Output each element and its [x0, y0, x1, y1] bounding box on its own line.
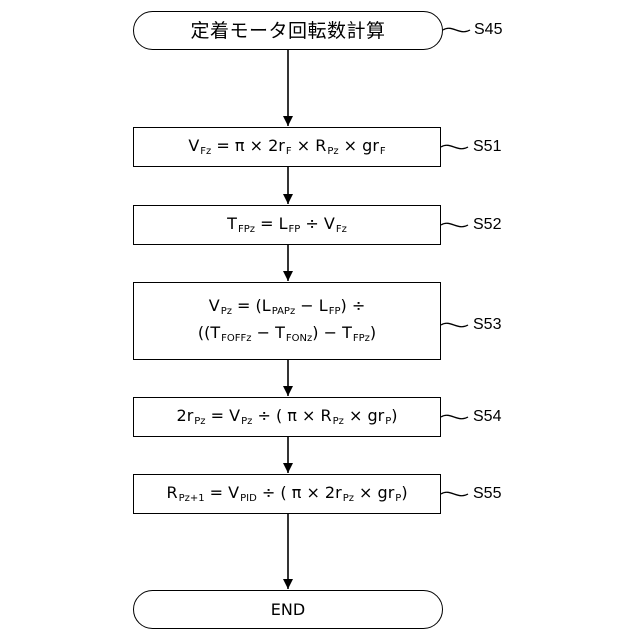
formula-subscript: Pz [343, 493, 354, 504]
formula-text: ) [391, 406, 397, 425]
formula-subscript: FPz [238, 224, 255, 235]
formula-line: VPz = (LPAPz − LFP) ÷ [209, 294, 366, 321]
formula-line: VFz = π × 2rF × RPz × grF [188, 134, 385, 161]
formula-text: ÷ V [300, 214, 335, 233]
formula-subscript: PID [240, 493, 257, 504]
formula-text: = V [206, 406, 241, 425]
formula-text: ) − T [312, 323, 352, 342]
formula-text: R [166, 483, 177, 502]
formula-text: ) [370, 323, 376, 342]
leader-s55 [441, 492, 468, 495]
formula-text: ) ÷ [341, 296, 366, 315]
formula-text: − L [295, 296, 328, 315]
formula-text: T [227, 214, 237, 233]
step-leaders [441, 28, 470, 495]
formula-subscript: Fz [336, 224, 347, 235]
formula-subscript: Fz [200, 146, 211, 157]
start-terminal: 定着モータ回転数計算 [133, 11, 443, 50]
step-label-s53: S53 [473, 316, 501, 334]
formula-text: ((T [198, 323, 220, 342]
formula-subscript: Pz [333, 416, 344, 427]
end-terminal: END [133, 590, 443, 629]
leader-s51 [441, 145, 468, 148]
formula-text: 2r [177, 406, 194, 425]
formula-subscript: P [395, 493, 401, 504]
formula-line: TFPz = LFP ÷ VFz [227, 212, 347, 239]
formula-line: RPz+1 = VPID ÷ ( π × 2rPz × grP) [166, 481, 407, 508]
formula-line: ((TFOFFz − TFONz) − TFPz) [198, 321, 376, 348]
process-box-s55: RPz+1 = VPID ÷ ( π × 2rPz × grP) [133, 474, 441, 514]
formula-text: = L [255, 214, 288, 233]
step-label-s55: S55 [473, 485, 501, 503]
process-box-s54: 2rPz = VPz ÷ ( π × RPz × grP) [133, 397, 441, 437]
formula-subscript: F [286, 146, 292, 157]
formula-subscript: FP [329, 306, 341, 317]
formula-line: 2rPz = VPz ÷ ( π × RPz × grP) [177, 404, 398, 431]
formula-subscript: Pz [221, 306, 232, 317]
formula-subscript: FPz [353, 333, 370, 344]
leader-s45 [443, 28, 470, 31]
process-box-s52: TFPz = LFP ÷ VFz [133, 205, 441, 245]
formula-text: ÷ ( π × 2r [257, 483, 342, 502]
step-label-s45: S45 [474, 21, 502, 39]
formula-subscript: PAPz [272, 306, 296, 317]
leader-s53 [441, 323, 468, 326]
process-box-s51: VFz = π × 2rF × RPz × grF [133, 127, 441, 167]
formula-subscript: FP [288, 224, 300, 235]
end-label: END [271, 598, 305, 622]
formula-text: V [188, 136, 199, 155]
step-label-s51: S51 [473, 138, 501, 156]
formula-subscript: P [385, 416, 391, 427]
formula-text: V [209, 296, 220, 315]
formula-subscript: F [380, 146, 386, 157]
leader-s52 [441, 223, 468, 226]
formula-subscript: Pz+1 [179, 493, 205, 504]
formula-text: = V [205, 483, 240, 502]
formula-text: = (L [232, 296, 271, 315]
formula-text: × gr [354, 483, 394, 502]
leader-s54 [441, 415, 468, 418]
formula-subscript: Pz [194, 416, 205, 427]
formula-subscript: Pz [327, 146, 338, 157]
formula-text: × gr [344, 406, 384, 425]
formula-subscript: Pz [241, 416, 252, 427]
step-label-s54: S54 [473, 408, 501, 426]
formula-text: = π × 2r [211, 136, 285, 155]
start-label: 定着モータ回転数計算 [190, 19, 385, 43]
formula-text: × R [292, 136, 327, 155]
formula-subscript: FOFFz [221, 333, 251, 344]
formula-text: − T [252, 323, 285, 342]
process-box-s53: VPz = (LPAPz − LFP) ÷ ((TFOFFz − TFONz) … [133, 282, 441, 360]
formula-text: × gr [339, 136, 379, 155]
formula-text: ÷ ( π × R [252, 406, 331, 425]
formula-text: ) [401, 483, 407, 502]
formula-subscript: FONz [286, 333, 312, 344]
step-label-s52: S52 [473, 216, 501, 234]
